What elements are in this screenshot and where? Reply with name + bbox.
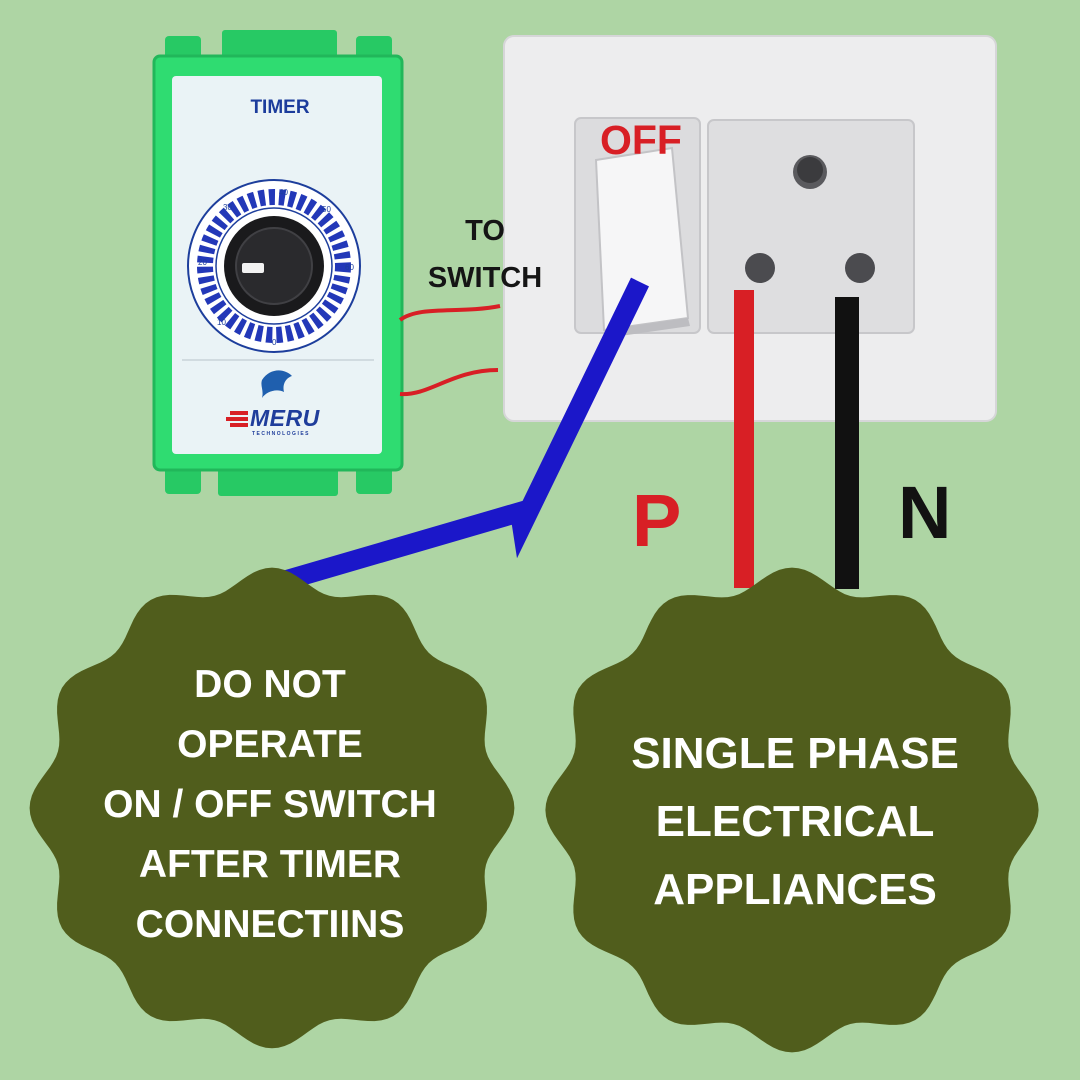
brand-subtitle: TECHNOLOGIES — [252, 431, 311, 437]
appliances-line: SINGLE PHASE — [631, 729, 959, 778]
warning-line: ON / OFF SWITCH — [103, 783, 437, 826]
timer-wire-bottom — [399, 368, 499, 397]
dolphin-logo-icon — [261, 370, 292, 398]
phase-wire — [734, 290, 754, 588]
dial-number: 50 — [322, 205, 331, 214]
to-switch-line: SWITCH — [427, 262, 543, 294]
dial-number: 30 — [223, 203, 232, 212]
warning-line: OPERATE — [177, 723, 363, 766]
neutral-wire — [835, 297, 859, 589]
appliances-line: APPLIANCES — [653, 865, 937, 914]
blue-wire — [277, 277, 649, 592]
socket-hole-left — [745, 253, 775, 283]
timer-dial: 40 30 50 20 60 10 0 — [187, 179, 361, 353]
socket-hole-right — [845, 253, 875, 283]
appliances-badge — [545, 567, 1039, 1053]
dial-number: 60 — [345, 263, 354, 272]
wires — [277, 277, 859, 592]
rocker-switch — [594, 146, 690, 332]
warning-badge-text: DO NOT OPERATE ON / OFF SWITCH AFTER TIM… — [60, 655, 480, 955]
timer-device: 40 30 50 20 60 10 0 — [152, 30, 404, 496]
timer-title: TIMER — [250, 97, 310, 118]
neutral-label: N — [898, 471, 952, 554]
warning-line: CONNECTIINS — [135, 903, 405, 946]
warning-line: AFTER TIMER — [138, 843, 402, 886]
dial-number: 0 — [272, 338, 277, 347]
dial-number: 20 — [198, 258, 207, 267]
appliances-badge-text: SINGLE PHASE ELECTRICAL APPLIANCES — [565, 720, 1025, 924]
to-switch-line: TO — [465, 215, 505, 247]
dial-pointer — [242, 263, 264, 273]
warning-line: DO NOT — [194, 663, 346, 706]
to-switch-label: TO SWITCH — [400, 208, 570, 302]
brand-name: MERU — [250, 405, 320, 431]
dial-number: 10 — [217, 318, 226, 327]
dial-number: 40 — [279, 188, 288, 197]
phase-label: P — [632, 479, 682, 562]
meru-logo-bars-icon — [226, 411, 248, 427]
timer-wire-top — [398, 304, 501, 322]
off-label: OFF — [600, 117, 682, 163]
warning-badge — [29, 567, 515, 1049]
appliances-line: ELECTRICAL — [655, 797, 935, 846]
